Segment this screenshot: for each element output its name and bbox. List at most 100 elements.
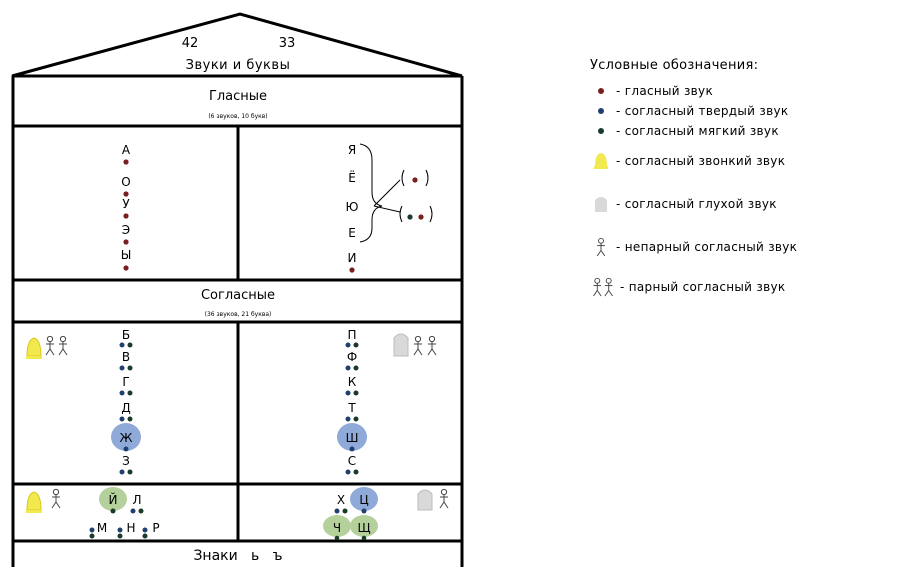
hard-dot xyxy=(130,508,136,514)
hard-dot xyxy=(119,469,125,475)
person-icon xyxy=(45,335,55,356)
vowel-dot-icon xyxy=(590,88,612,94)
legend-unpaired: - непарный согласный звук xyxy=(590,227,900,267)
soft-dot xyxy=(407,214,413,220)
bell-icon xyxy=(590,152,612,170)
count-letters: 33 xyxy=(279,36,296,51)
legend: Условные обозначения: - гласный звук - с… xyxy=(590,58,900,307)
consonant-letter: Й xyxy=(109,492,118,507)
soft-dot-icon xyxy=(590,128,612,134)
hard-dot xyxy=(119,390,125,396)
legend-voiceless-label: - согласный глухой звук xyxy=(616,197,777,211)
vowel-letter: Ы xyxy=(121,248,132,262)
hard-dot xyxy=(349,446,355,452)
hard-dot xyxy=(89,527,95,533)
soft-dot xyxy=(127,365,133,371)
vowel-dot xyxy=(123,159,129,165)
legend-vowel: - гласный звук xyxy=(590,81,900,101)
vowel-letter: Э xyxy=(122,223,130,237)
consonant-letter: Ш xyxy=(346,431,359,445)
hard-dot xyxy=(142,527,148,533)
legend-voiced-label: - согласный звонкий звук xyxy=(616,154,786,168)
bell-icon-base xyxy=(26,356,42,359)
vowel-letter: Я xyxy=(348,143,356,157)
legend-paired: - парный согласный звук xyxy=(590,267,900,307)
soft-dot xyxy=(127,416,133,422)
vowel-letter: Ю xyxy=(346,200,359,214)
legend-vowel-label: - гласный звук xyxy=(616,84,714,98)
consonant-letter: С xyxy=(348,454,356,468)
soft-dot xyxy=(353,390,359,396)
house-title: Звуки и буквы xyxy=(186,58,291,73)
consonant-letter: Т xyxy=(347,401,356,415)
hard-dot xyxy=(119,342,125,348)
vowels-left-column: А О У Э Ы xyxy=(121,143,132,271)
tombstone-icon xyxy=(590,195,612,213)
vowels-header: Гласные xyxy=(209,89,267,104)
bracket-arrow xyxy=(373,205,401,213)
soft-only-bubble xyxy=(99,487,127,511)
consonant-letter: Л xyxy=(132,493,141,507)
soft-dot xyxy=(353,469,359,475)
legend-unpaired-label: - непарный согласный звук xyxy=(616,240,798,254)
vowel-letter: И xyxy=(348,251,357,265)
hard-dot xyxy=(345,469,351,475)
hard-dot xyxy=(119,416,125,422)
soft-dot xyxy=(138,508,144,514)
consonant-letter: Ц xyxy=(359,493,368,507)
consonant-letter: Н xyxy=(126,521,135,535)
soft-dot xyxy=(127,469,133,475)
consonant-letter: Б xyxy=(122,328,130,342)
two-persons-icon xyxy=(590,277,616,297)
consonant-letter: В xyxy=(122,350,130,364)
vowel-dot xyxy=(123,191,129,197)
person-icon xyxy=(590,237,612,257)
tombstone-icon xyxy=(393,333,409,357)
consonants-subheader: (36 звуков, 21 буква) xyxy=(205,311,272,318)
hissing-bubble xyxy=(337,423,367,451)
legend-voiceless: - согласный глухой звук xyxy=(590,181,900,227)
bell-icon xyxy=(26,491,42,511)
count-sounds: 42 xyxy=(182,36,199,51)
hard-dot xyxy=(345,342,351,348)
legend-title: Условные обозначения: xyxy=(590,58,759,73)
hard-dot xyxy=(119,365,125,371)
single-sound-bracket xyxy=(401,169,429,187)
person-icon xyxy=(427,335,437,356)
consonant-letter: Х xyxy=(337,493,345,507)
bell-icon-base xyxy=(26,510,42,513)
hard-only-bubble xyxy=(350,487,378,511)
person-icon xyxy=(439,488,449,509)
vowel-dot xyxy=(418,214,424,220)
iotated-bracket xyxy=(359,143,383,243)
soft-dot xyxy=(127,342,133,348)
soft-dot xyxy=(353,342,359,348)
vowel-letter: О xyxy=(121,175,130,189)
legend-paired-label: - парный согласный звук xyxy=(620,280,786,294)
vowel-dot xyxy=(412,177,418,183)
hissing-bubble xyxy=(111,423,141,451)
consonant-letter: Щ xyxy=(357,521,370,535)
hard-dot xyxy=(117,527,123,533)
legend-hard-label: - согласный твердый звук xyxy=(616,104,789,118)
hard-dot-icon xyxy=(590,108,612,114)
soft-dot xyxy=(353,416,359,422)
consonant-letter: П xyxy=(347,328,356,342)
bell-icon xyxy=(26,337,42,357)
soft-dot xyxy=(127,390,133,396)
hard-dot xyxy=(345,390,351,396)
vowels-subheader: (6 звуков, 10 букв) xyxy=(208,113,267,120)
hard-dot xyxy=(361,508,367,514)
consonant-letter: М xyxy=(97,521,107,535)
soft-dot xyxy=(110,508,116,514)
soft-dot xyxy=(334,535,340,541)
soft-dot xyxy=(342,508,348,514)
legend-soft: - согласный мягкий звук xyxy=(590,121,900,141)
soft-dot xyxy=(142,533,148,539)
vowel-dot xyxy=(349,267,355,273)
signs-label: Знаки ь ъ xyxy=(193,548,282,564)
consonant-letter: К xyxy=(348,375,357,389)
consonant-letter: Д xyxy=(121,401,130,415)
person-icon xyxy=(51,488,61,509)
legend-soft-label: - согласный мягкий звук xyxy=(616,124,779,138)
